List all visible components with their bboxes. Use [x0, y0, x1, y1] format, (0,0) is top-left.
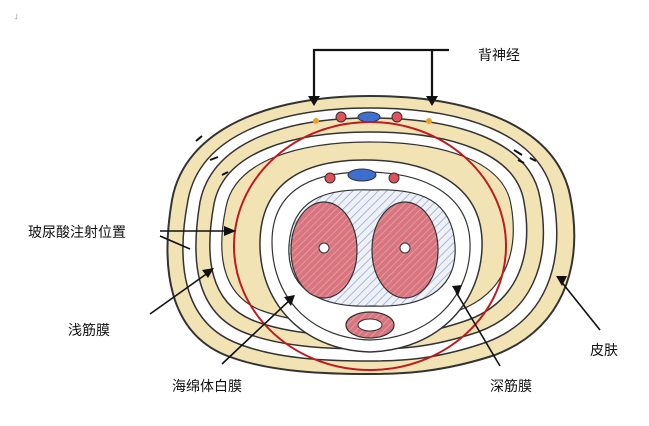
skin-label: 皮肤	[590, 340, 618, 360]
tunica-albuginea-label: 海绵体白膜	[172, 376, 242, 396]
superficial-fascia-label: 浅筋膜	[68, 320, 110, 340]
injection-site-label: 玻尿酸注射位置	[28, 222, 126, 242]
deep-artery-left	[319, 243, 329, 253]
superficial-artery-left	[336, 112, 346, 122]
superficial-artery-right	[392, 112, 402, 122]
skin-pointer	[560, 280, 600, 330]
deep-dorsal-vein	[348, 169, 376, 181]
deep-fascia-label: 深筋膜	[490, 376, 532, 396]
dorsal-nerve-dot-right	[426, 118, 432, 124]
dorsal-nerve-label: 背神经	[478, 45, 520, 65]
dorsal-nerve-dot-left	[313, 118, 319, 124]
dorsal-artery-left	[325, 173, 335, 183]
dorsal-nerve-bracket	[314, 50, 449, 102]
deep-artery-right	[400, 243, 410, 253]
urethra-lumen	[358, 319, 382, 331]
dorsal-artery-right	[389, 173, 399, 183]
superficial-dorsal-vein	[358, 112, 380, 122]
